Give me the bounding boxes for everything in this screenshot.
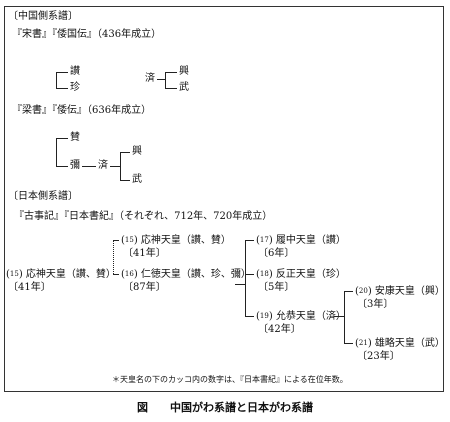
reign-footnote: ＊天皇名の下のカッコ内の数字は、『日本書紀』による在位年数。 [112, 375, 348, 384]
nintoku-link [235, 284, 245, 285]
nintoku-fork [245, 240, 246, 316]
ojin-reign: 〔41年〕 [8, 282, 51, 293]
liang-mi-sai-link [82, 166, 96, 167]
liang-connector-bottom [56, 166, 68, 167]
figure-caption: 図中国がわ系譜と日本がわ系譜 [137, 401, 313, 414]
liang-name-kou: 興 [132, 146, 142, 157]
song-name-san: 讃 [70, 66, 80, 77]
song-fork-bottom [165, 88, 177, 89]
liang-name-bu: 武 [132, 174, 142, 185]
liang-sai-fork [120, 152, 121, 180]
liang-fork-bottom [120, 180, 130, 181]
ingyo-link [334, 316, 344, 317]
song-name-chin: 珍 [70, 82, 80, 93]
fork-richu [245, 240, 254, 241]
richu-emperor: (17) 履中天皇（讃） [256, 235, 346, 246]
richu-reign: 〔6年〕 [258, 248, 295, 259]
song-source-title: 『宋書』『倭国伝』（436年成立） [12, 29, 162, 40]
liang-connector-vertical [56, 138, 57, 166]
china-section-header: 〔中国側系譜〕 [8, 11, 78, 22]
japan-section-header: 〔日本側系譜〕 [8, 191, 78, 202]
song-fork-top [165, 72, 177, 73]
song-name-bu: 武 [179, 82, 189, 93]
liang-name-san: 賛 [70, 132, 80, 143]
liang-name-sai: 済 [98, 160, 108, 171]
fork-ingyo [245, 316, 254, 317]
yuryaku-reign: 〔23年〕 [357, 351, 400, 362]
fork-hanzei [245, 274, 254, 275]
succession-tick-bottom [113, 274, 119, 275]
song-sai-fork [165, 72, 166, 88]
succession-dotted-line [113, 240, 114, 274]
song-name-sai: 済 [145, 73, 155, 84]
liang-fork-top [120, 152, 130, 153]
anko-reign: 〔3年〕 [357, 299, 394, 310]
liang-source-title: 『梁書』『倭伝』（636年成立） [12, 105, 152, 116]
ojin-emperor: (15) 応神天皇（讃、賛） [6, 269, 116, 280]
song-sai-link [157, 79, 165, 80]
diagram-frame [4, 6, 444, 392]
song-name-kou: 興 [179, 66, 189, 77]
liang-connector-top [56, 138, 68, 139]
anko-emperor: (20) 安康天皇（興） [355, 286, 445, 297]
nintoku-emperor: (16) 仁徳天皇（讃、珍、彌） [121, 269, 251, 280]
liang-sai-link [110, 166, 120, 167]
ingyo-emperor: (19) 允恭天皇（済） [256, 311, 346, 322]
nintoku-reign: 〔87年〕 [123, 282, 166, 293]
liang-name-mi: 彌 [70, 160, 80, 171]
ojin-upper-reign: 〔41年〕 [123, 248, 166, 259]
song-connector-vertical [56, 72, 57, 88]
song-connector-bottom [56, 88, 68, 89]
ingyo-fork [344, 291, 345, 343]
yuryaku-emperor: (21) 雄略天皇（武） [355, 338, 445, 349]
fork-anko [344, 291, 353, 292]
fork-yuryaku [344, 343, 353, 344]
succession-tick-top [113, 240, 119, 241]
song-connector-top [56, 72, 68, 73]
japan-source-title: 『古事記』『日本書紀』（それぞれ、712年、720年成立） [14, 211, 273, 222]
ingyo-reign: 〔42年〕 [258, 324, 301, 335]
ojin-emperor-upper: (15) 応神天皇（讃、賛） [121, 235, 231, 246]
hanzei-emperor: (18) 反正天皇（珍） [256, 269, 346, 280]
hanzei-reign: 〔5年〕 [258, 282, 295, 293]
